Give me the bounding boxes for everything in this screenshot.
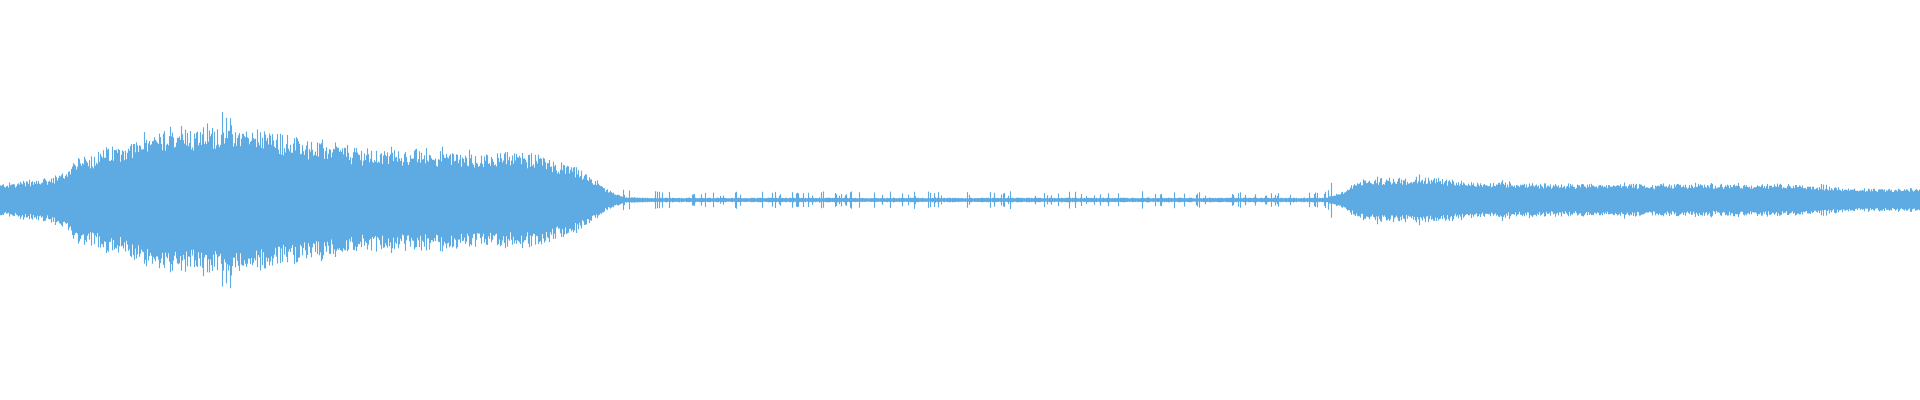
waveform-bars xyxy=(0,112,1920,289)
